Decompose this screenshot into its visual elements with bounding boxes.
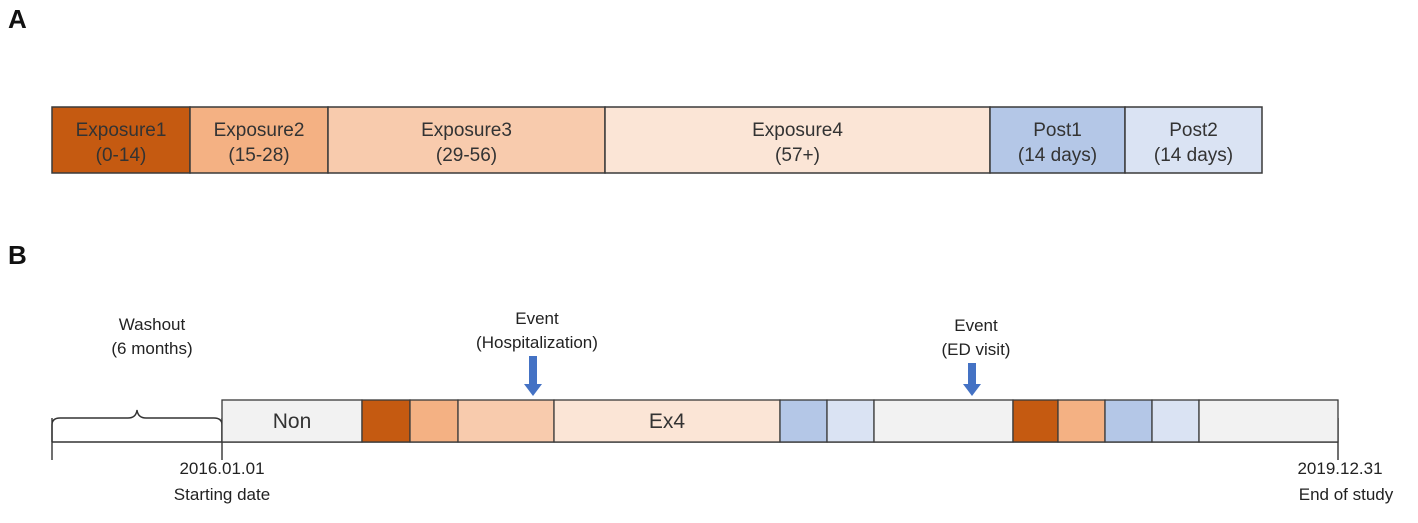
segment-title: Exposure3 <box>421 120 512 141</box>
segment-title: Exposure2 <box>214 120 305 141</box>
segment-title: Post1 <box>1033 120 1082 141</box>
start-caption: Starting date <box>174 485 270 504</box>
timeline-segment <box>873 399 1014 443</box>
event-label: Event <box>515 309 559 328</box>
end-caption: End of study <box>1299 485 1394 504</box>
washout-brace <box>51 409 223 442</box>
timeline-segment <box>1151 399 1200 443</box>
end-date: 2019.12.31 <box>1297 459 1382 478</box>
panel-b-label: B <box>8 240 27 270</box>
timeline-segment <box>361 399 411 443</box>
segment-range: (14 days) <box>1154 145 1233 166</box>
timeline-block-label: Non <box>273 410 312 433</box>
segment-block <box>51 106 191 174</box>
patient-timeline: Washout (6 months) Non Ex4 Event (Hospitaliza… <box>51 309 1394 504</box>
washout-label: Washout <box>119 315 186 334</box>
segment-title: Post2 <box>1169 120 1218 141</box>
segment-range: (15-28) <box>228 145 289 166</box>
timeline-block <box>826 399 875 443</box>
segment-block <box>604 106 991 174</box>
timeline-block <box>873 399 1014 443</box>
event-marker: Event (Hospitalization) <box>476 309 598 396</box>
segment-title: Exposure4 <box>752 120 843 141</box>
timeline-block <box>221 399 363 443</box>
timeline-block <box>1151 399 1200 443</box>
segment-block <box>1124 106 1263 174</box>
timeline-block <box>409 399 459 443</box>
timeline-segment <box>457 399 555 443</box>
timeline-segment <box>1012 399 1059 443</box>
timeline-block <box>361 399 411 443</box>
panel-a-label: A <box>8 4 27 34</box>
exposure-segment: Exposure3 (29-56) <box>327 106 606 174</box>
segment-title: Exposure1 <box>76 120 167 141</box>
timeline-segment <box>409 399 459 443</box>
exposure-segment: Exposure1 (0-14) <box>51 106 191 174</box>
segment-block <box>989 106 1126 174</box>
timeline-block <box>457 399 555 443</box>
segment-block <box>327 106 606 174</box>
exposure-window-bar: Exposure1 (0-14) Exposure2 (15-28) Exposure3… <box>51 106 1263 174</box>
event-label: Event <box>954 316 998 335</box>
timeline-segment <box>1057 399 1106 443</box>
event-marker: Event (ED visit) <box>942 316 1011 396</box>
timeline-segment <box>826 399 875 443</box>
timeline-segment: Non <box>221 399 363 443</box>
timeline-block <box>553 399 781 443</box>
timeline-block-label: Ex4 <box>649 410 686 433</box>
timeline-segment <box>1198 399 1339 443</box>
exposure-segment: Post1 (14 days) <box>989 106 1126 174</box>
timeline-block <box>1057 399 1106 443</box>
washout-duration: (6 months) <box>111 339 192 358</box>
exposure-segment: Exposure2 (15-28) <box>189 106 329 174</box>
exposure-segment: Exposure4 (57+) <box>604 106 991 174</box>
event-type: (ED visit) <box>942 340 1011 359</box>
exposure-segment: Post2 (14 days) <box>1124 106 1263 174</box>
segment-range: (14 days) <box>1018 145 1097 166</box>
segment-range: (0-14) <box>96 145 147 166</box>
segment-range: (57+) <box>775 145 820 166</box>
timeline-segment <box>779 399 828 443</box>
timeline-block <box>1104 399 1153 443</box>
down-arrow-icon <box>963 363 981 396</box>
event-type: (Hospitalization) <box>476 333 598 352</box>
timeline-block <box>779 399 828 443</box>
down-arrow-icon <box>524 356 542 396</box>
timeline-segment: Ex4 <box>553 399 781 443</box>
timeline-block <box>1198 399 1339 443</box>
timeline-segment <box>1104 399 1153 443</box>
segment-range: (29-56) <box>436 145 497 166</box>
start-date: 2016.01.01 <box>179 459 264 478</box>
timeline-block <box>1012 399 1059 443</box>
